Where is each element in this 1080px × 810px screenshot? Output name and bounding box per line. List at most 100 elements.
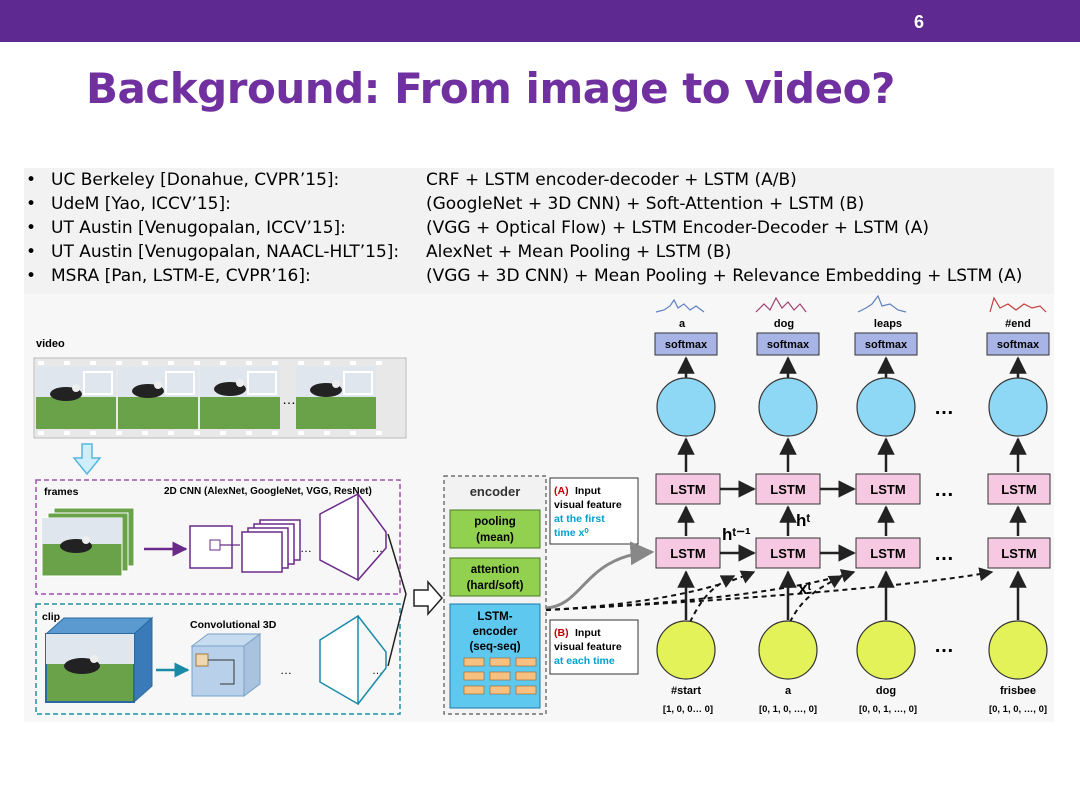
input-node bbox=[857, 621, 915, 679]
softmax-label: softmax bbox=[767, 339, 810, 351]
lstm-encoder-line3: (seq-seq) bbox=[469, 641, 520, 653]
input-a-line3: at the first bbox=[554, 513, 605, 525]
decoder-column: dog softmax LSTM LSTM a [0, 1, 0, …, 0] bbox=[756, 318, 820, 715]
ellipsis-text: … bbox=[934, 635, 954, 657]
input-b-callout: (B) Input visual feature at each time bbox=[550, 620, 638, 674]
input-a-tag: (A) bbox=[554, 485, 569, 497]
merge-bracket bbox=[388, 534, 406, 666]
softmax-label: softmax bbox=[997, 339, 1040, 351]
frames-stack bbox=[42, 508, 134, 576]
input-a-callout: (A) Input visual feature at the first ti… bbox=[550, 478, 638, 544]
ellipsis-text: … bbox=[280, 663, 292, 677]
architecture-diagram: video … frames 2D CNN ( bbox=[24, 294, 1054, 722]
video-frame bbox=[296, 367, 376, 429]
output-word: leaps bbox=[874, 318, 902, 330]
bullet-label: UdeM [Yao, ICCV’15]: bbox=[51, 194, 231, 214]
lstm-label: LSTM bbox=[670, 546, 705, 561]
input-word: dog bbox=[876, 685, 896, 697]
input-b-line2: visual feature bbox=[554, 641, 622, 653]
ellipsis-text: … bbox=[934, 397, 954, 419]
bullet-dot: • bbox=[26, 266, 36, 286]
input-word: frisbee bbox=[1000, 685, 1036, 697]
top-banner: 6 bbox=[0, 0, 1080, 42]
bullet-item: • MSRA [Pan, LSTM-E, CVPR’16]: (VGG + 3D… bbox=[24, 266, 1054, 290]
input-b-line3: at each time bbox=[554, 655, 615, 667]
bullet-dot: • bbox=[26, 194, 36, 214]
bullet-method: (VGG + 3D CNN) + Mean Pooling + Relevanc… bbox=[426, 266, 1022, 286]
output-word: a bbox=[679, 318, 686, 330]
input-vector: [0, 1, 0, …, 0] bbox=[759, 704, 817, 715]
input-vector: [1, 0, 0… 0] bbox=[663, 704, 713, 715]
output-node bbox=[759, 378, 817, 436]
lstm-label: LSTM bbox=[770, 482, 805, 497]
video-frame bbox=[118, 367, 198, 429]
softmax-label: softmax bbox=[665, 339, 708, 351]
video-frame bbox=[36, 367, 116, 429]
lstm-encoder-block: LSTM- encoder (seq-seq) bbox=[450, 604, 540, 708]
clip-label: clip bbox=[42, 611, 60, 623]
input-b-line1: Input bbox=[575, 627, 601, 639]
distribution-sparkline bbox=[656, 300, 704, 312]
lstm-label: LSTM bbox=[670, 482, 705, 497]
lstm-encoder-line2: encoder bbox=[473, 626, 518, 638]
pooling-line2: (mean) bbox=[476, 532, 514, 544]
input-vector: [0, 1, 0, …, 0] bbox=[989, 704, 1047, 715]
ellipsis-text: … bbox=[934, 543, 954, 565]
lstm-label: LSTM bbox=[1001, 546, 1036, 561]
lstm-label: LSTM bbox=[870, 482, 905, 497]
h-prev-label: hᵗ⁻¹ bbox=[722, 525, 751, 544]
bullet-label: MSRA [Pan, LSTM-E, CVPR’16]: bbox=[51, 266, 311, 286]
page-number: 6 bbox=[914, 12, 924, 33]
bullet-dot: • bbox=[26, 218, 36, 238]
cnn-fc-layer bbox=[320, 494, 358, 580]
distribution-sparkline bbox=[756, 298, 806, 312]
bullet-list: • UC Berkeley [Donahue, CVPR’15]: CRF + … bbox=[24, 168, 1054, 294]
slide-title: Background: From image to video? bbox=[86, 64, 895, 113]
down-arrow-icon bbox=[74, 444, 100, 474]
input-a-arrow bbox=[546, 552, 652, 608]
lstm-encoder-line1: LSTM- bbox=[477, 611, 512, 623]
decoder-column: #end softmax LSTM LSTM frisbee [0, 1, 0,… bbox=[987, 318, 1050, 715]
decoder-column: a softmax LSTM LSTM #start [1, 0, 0… 0] bbox=[655, 318, 720, 715]
lstm-label: LSTM bbox=[770, 546, 805, 561]
bullet-method: CRF + LSTM encoder-decoder + LSTM (A/B) bbox=[426, 170, 797, 190]
bullet-method: (GoogleNet + 3D CNN) + Soft-Attention + … bbox=[426, 194, 864, 214]
input-a-line2: visual feature bbox=[554, 499, 622, 511]
ellipsis-text: … bbox=[934, 479, 954, 501]
bullet-label: UT Austin [Venugopalan, ICCV’15]: bbox=[51, 218, 346, 238]
cnn-feature-maps bbox=[242, 520, 300, 572]
output-word: #end bbox=[1005, 318, 1031, 330]
output-node bbox=[989, 378, 1047, 436]
ellipsis-text: … bbox=[282, 391, 296, 407]
distribution-sparkline bbox=[858, 296, 906, 312]
input-b-arrows bbox=[546, 572, 992, 622]
right-arrow-icon bbox=[414, 582, 442, 614]
bullet-item: • UT Austin [Venugopalan, ICCV’15]: (VGG… bbox=[24, 218, 1054, 242]
video-filmstrip: … bbox=[34, 358, 406, 438]
bullet-item: • UT Austin [Venugopalan, NAACL-HLT’15]:… bbox=[24, 242, 1054, 266]
video-frame bbox=[200, 367, 280, 429]
input-word: a bbox=[785, 685, 792, 697]
attention-line1: attention bbox=[471, 564, 520, 576]
bullet-dot: • bbox=[26, 242, 36, 262]
bullet-item: • UC Berkeley [Donahue, CVPR’15]: CRF + … bbox=[24, 170, 1054, 194]
lstm-label: LSTM bbox=[870, 546, 905, 561]
video-label: video bbox=[36, 338, 65, 350]
pooling-line1: pooling bbox=[474, 516, 516, 528]
bullet-label: UC Berkeley [Donahue, CVPR’15]: bbox=[51, 170, 339, 190]
x-t-label: xᵗ bbox=[798, 579, 811, 598]
architecture-figure: video … frames 2D CNN ( bbox=[24, 294, 1054, 722]
input-node bbox=[989, 621, 1047, 679]
bullet-dot: • bbox=[26, 170, 36, 190]
output-node bbox=[857, 378, 915, 436]
cnn-layer bbox=[190, 526, 232, 568]
input-vector: [0, 0, 1, …, 0] bbox=[859, 704, 917, 715]
attention-line2: (hard/soft) bbox=[467, 580, 524, 592]
cnn2d-label: 2D CNN (AlexNet, GoogleNet, VGG, ResNet) bbox=[164, 486, 372, 497]
bullet-label: UT Austin [Venugopalan, NAACL-HLT’15]: bbox=[51, 242, 399, 262]
lstm-label: LSTM bbox=[1001, 482, 1036, 497]
frames-label: frames bbox=[44, 486, 79, 498]
distribution-sparkline bbox=[990, 298, 1046, 312]
ellipsis-text: … bbox=[300, 541, 312, 555]
input-word: #start bbox=[671, 685, 701, 697]
